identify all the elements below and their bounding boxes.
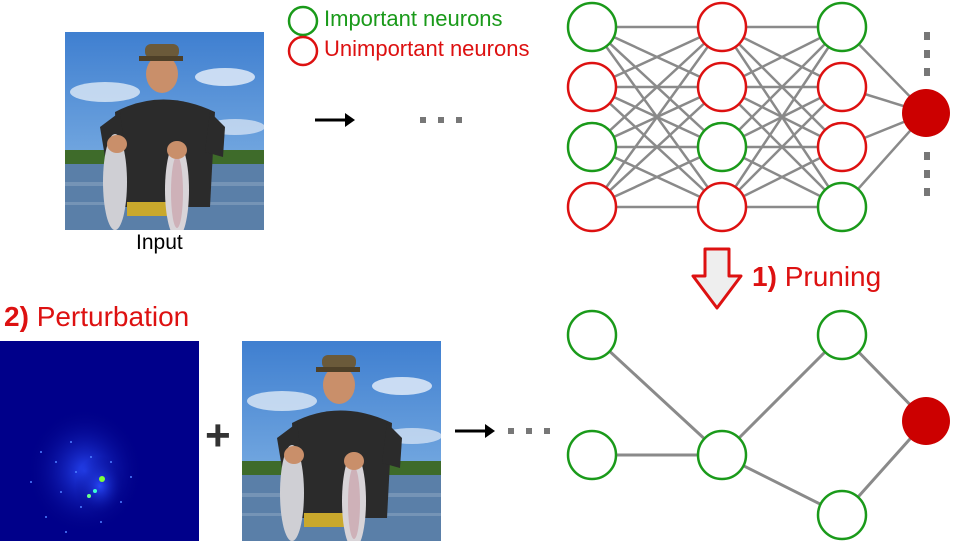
perturbation-heatmap — [0, 341, 199, 541]
pruning-number: 1) — [752, 261, 777, 292]
pruned-neuron-l2-1 — [696, 429, 748, 481]
pruned-network — [566, 309, 950, 541]
pruned-neuron-l1-2 — [566, 429, 618, 481]
neuron-l1-4 — [566, 181, 618, 233]
perturbation-label: 2) Perturbation — [4, 301, 189, 333]
neuron-l1-3 — [566, 121, 618, 173]
pruned-output-neuron — [902, 397, 950, 445]
down-arrow-icon — [691, 247, 743, 310]
pruning-text: Pruning — [784, 261, 882, 292]
legend-unimportant-circle — [287, 35, 319, 67]
full-network — [566, 1, 950, 233]
neuron-l1-2 — [566, 61, 618, 113]
pruned-neuron-l3-1 — [816, 309, 868, 361]
neuron-l2-1 — [696, 1, 748, 53]
ellipsis-icon — [508, 428, 550, 434]
neuron-l2-3 — [696, 121, 748, 173]
neuron-l3-4 — [816, 181, 868, 233]
right-arrow-icon — [455, 424, 495, 438]
pruned-neuron-l1-1 — [566, 309, 618, 361]
vertical-ellipsis-icon — [924, 32, 930, 196]
output-neuron — [902, 89, 950, 137]
perturbation-number: 2) — [4, 301, 29, 332]
legend-important-label: Important neurons — [324, 6, 503, 31]
input-photo — [65, 32, 264, 230]
plus-sign: + — [205, 411, 231, 460]
legend-important-circle — [287, 5, 319, 37]
right-arrow-icon — [315, 113, 355, 127]
ellipsis-icon — [420, 117, 462, 123]
input-label: Input — [136, 231, 183, 254]
pruning-label: 1) Pruning — [752, 261, 881, 293]
neuron-l2-4 — [696, 181, 748, 233]
neuron-l1-1 — [566, 1, 618, 53]
pruned-neuron-l3-2 — [816, 489, 868, 541]
perturbation-text: Perturbation — [36, 301, 190, 332]
perturbed-input-photo — [242, 341, 441, 541]
neuron-l3-1 — [816, 1, 868, 53]
neuron-l3-3 — [816, 121, 868, 173]
neuron-l3-2 — [816, 61, 868, 113]
legend-unimportant-label: Unimportant neurons — [324, 36, 530, 61]
neuron-l2-2 — [696, 61, 748, 113]
full-network-edges — [590, 25, 927, 209]
pruned-network-edges — [590, 333, 928, 517]
